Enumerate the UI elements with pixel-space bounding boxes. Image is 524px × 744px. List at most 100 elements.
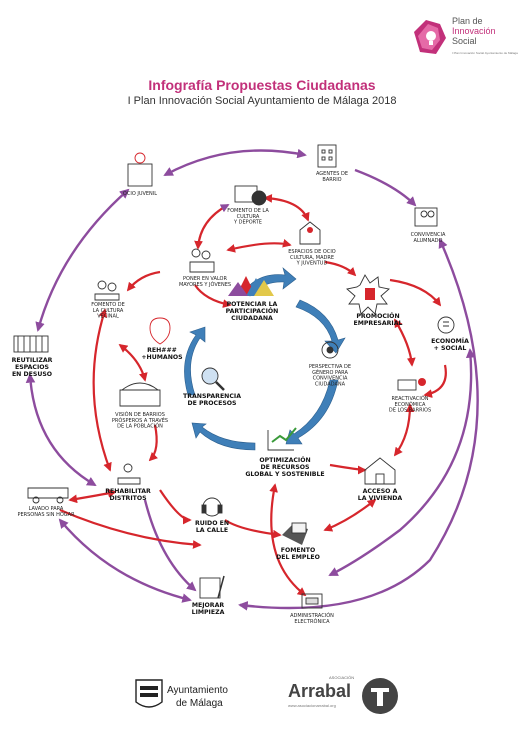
link-economia-empleo: [328, 348, 476, 577]
node-icons: [13, 144, 455, 609]
node-label-line: DE PROCESOS: [187, 400, 236, 407]
link-espacios-promocion: [324, 260, 357, 277]
node-label-line: CONVIVENCIA: [313, 376, 348, 382]
node-label-line: ESPACIOS DE OCIO: [288, 249, 336, 255]
node-label-line: REACTIVACIÓN: [391, 395, 428, 402]
link-deporte-ocio-cultura: [263, 194, 310, 222]
logo-subtitle: I Plan Innovación Social Ayuntamiento de…: [452, 51, 518, 55]
ayuntamiento-name: Ayuntamiento de Málaga: [167, 684, 228, 710]
optimizacion-icon: [267, 427, 297, 451]
node-label-line: PRÓSPEROS A TRAVÉS: [112, 416, 168, 424]
node-label-line: FOMENTO: [281, 547, 316, 554]
potenciar-icon: [228, 276, 274, 296]
node-label-line: FOMENTO DE LA: [227, 208, 269, 214]
convivencia-icon: [414, 207, 438, 227]
node-label-line: OPTIMIZACIÓN: [259, 455, 310, 464]
perspectiva-icon: [321, 341, 339, 359]
link-mayores-potenciar: [194, 284, 232, 308]
reactivacion-icon: [397, 378, 426, 391]
node-label-line: ALUMNADO: [414, 238, 443, 244]
logo-line1: Plan de: [452, 16, 483, 26]
node-label-line: PROMOCIÓN: [356, 311, 399, 320]
link-lavado-ruido: [59, 508, 202, 549]
reutilizar-icon: [13, 335, 49, 353]
empleo-icon: [282, 522, 308, 545]
arrabal-logo-icon: [362, 678, 398, 714]
promocion-icon: [346, 274, 390, 315]
link-reactivacion-vivienda: [393, 403, 415, 457]
limpieza-icon: [199, 575, 225, 599]
link-fomento-rehabilitar: [92, 308, 112, 472]
ayuntamiento-line2: de Málaga: [176, 698, 223, 709]
node-label-line: VECINAL: [97, 314, 119, 320]
node-label-line: DEL EMPLEO: [276, 554, 320, 561]
node-label-line: PARTICIPACIÓN: [226, 306, 279, 315]
node-label-line: ESPACIOS: [15, 364, 49, 371]
node-label-line: MEJORAR: [192, 602, 224, 609]
link-ruido-empleo: [224, 519, 282, 539]
cycle-arrow-right: [295, 299, 346, 354]
arrabal-url: www.asociacionarrabal.org: [288, 703, 336, 708]
node-label-line: PERSONAS SIN HOGAR: [17, 512, 75, 518]
link-promocion-reactivacion: [394, 318, 416, 367]
node-label-line: EMPRESARIAL: [354, 320, 403, 327]
reh-icon: [149, 317, 171, 345]
link-optimizacion-vivienda: [329, 463, 367, 475]
link-ocio-reutilizar: [35, 188, 130, 332]
node-label-line: CULTURA: [237, 214, 260, 220]
arrabal-asociacion-label: ASOCIACIÓN: [329, 675, 355, 680]
espacios-icon: [299, 221, 321, 245]
link-lavado-limpieza: [58, 518, 192, 603]
agentes-icon: [317, 144, 337, 168]
link-rehabilitar-ruido: [159, 489, 192, 525]
purple-connections: [25, 148, 479, 611]
cycle-arrow-left: [184, 326, 206, 396]
link-promocion-economia: [389, 278, 442, 307]
link-vivienda-empleo: [323, 498, 377, 532]
node-label-line: ECONOMÍA: [431, 336, 469, 345]
node-label-line: VISIÓN DE BARRIOS: [115, 411, 165, 418]
ruido-icon: [201, 497, 223, 517]
node-label-line: BARRIO: [322, 177, 341, 183]
ocio-icon: [127, 152, 153, 187]
node-label-line: PONER EN VALOR: [183, 276, 227, 282]
deporte-icon: [234, 185, 267, 206]
link-mayores-espacios: [226, 239, 292, 253]
node-label-line: ELECTRÓNICA: [294, 618, 330, 625]
link-economia-reactivacion: [423, 364, 447, 398]
link-deporte-mayores: [194, 204, 230, 250]
logo-line2: Innovación: [452, 26, 496, 36]
node-label-line: CIUDADANA: [231, 315, 273, 322]
node-label-line: ECONÓMICA: [395, 401, 427, 408]
node-label-ocio: OCIO JUVENIL: [123, 191, 157, 197]
node-label-line: DE RECURSOS: [260, 464, 309, 471]
node-label-line: OCIO JUVENIL: [123, 191, 157, 197]
vision-icon: [119, 382, 161, 407]
vivienda-icon: [364, 457, 396, 485]
lavado-icon: [27, 487, 69, 504]
node-label-line: CONVIVENCIA: [411, 232, 446, 238]
node-label-line: AGENTES DE: [316, 171, 348, 177]
node-label-line: CULTURA, MADRE: [290, 255, 334, 261]
fomento-vecinal-icon: [94, 280, 120, 301]
node-label-line: GÉNERO PARA: [312, 368, 348, 376]
node-label-line: MAYORES Y JÓVENES: [179, 281, 231, 288]
node-label-line: +HUMANOS: [141, 354, 182, 361]
node-label-line: LA CULTURA: [93, 308, 124, 314]
rehabilitar-icon: [117, 463, 141, 485]
